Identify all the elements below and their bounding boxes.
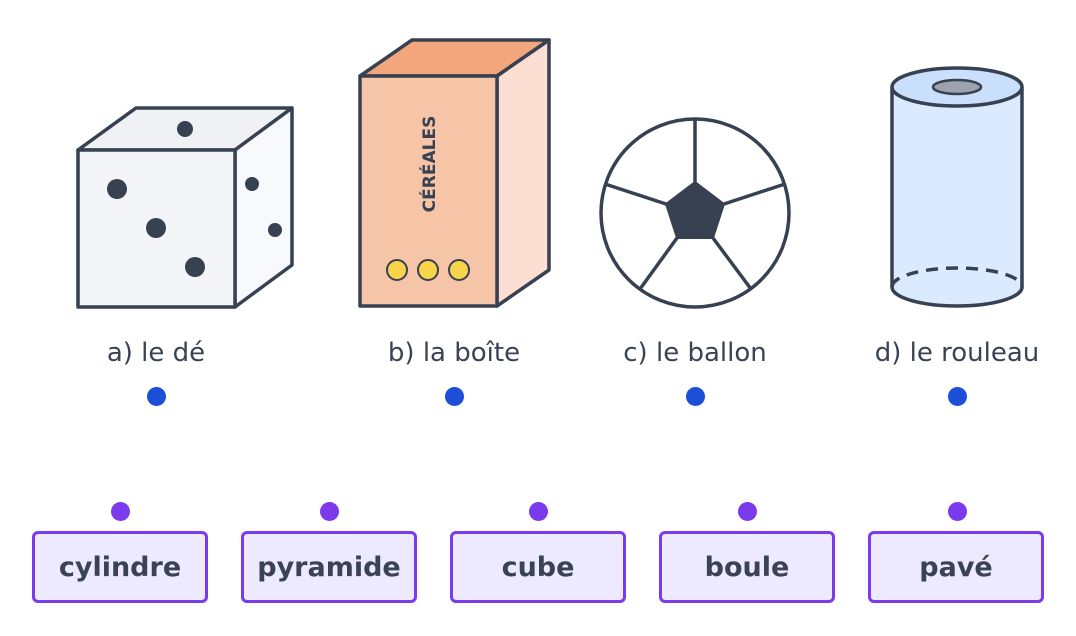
connector-dot-roll[interactable]: [948, 387, 967, 406]
word-box-cube[interactable]: cube: [450, 531, 626, 603]
connector-dot-word-5[interactable]: [948, 502, 967, 521]
connector-dot-ball[interactable]: [686, 387, 705, 406]
word-box-cylindre[interactable]: cylindre: [32, 531, 208, 603]
connector-dot-word-3[interactable]: [529, 502, 548, 521]
caption-ball: c) le ballon: [623, 338, 767, 368]
caption-roll: d) le rouleau: [874, 338, 1040, 368]
word-box-pyramide[interactable]: pyramide: [241, 531, 417, 603]
connector-dot-word-4[interactable]: [738, 502, 757, 521]
soccer-ball-icon: [599, 117, 791, 309]
caption-box: b) la boîte: [387, 338, 521, 368]
die-icon: [76, 106, 294, 309]
cereal-box-label: CÉRÉALES: [418, 116, 440, 213]
caption-die: a) le dé: [106, 338, 206, 368]
connector-dot-word-2[interactable]: [320, 502, 339, 521]
word-box-boule[interactable]: boule: [659, 531, 835, 603]
cereal-box-icon: CÉRÉALES: [358, 38, 551, 308]
paper-roll-icon: [890, 66, 1024, 308]
word-box-pave[interactable]: pavé: [868, 531, 1044, 603]
connector-dot-box[interactable]: [445, 387, 464, 406]
connector-dot-word-1[interactable]: [111, 502, 130, 521]
connector-dot-die[interactable]: [147, 387, 166, 406]
